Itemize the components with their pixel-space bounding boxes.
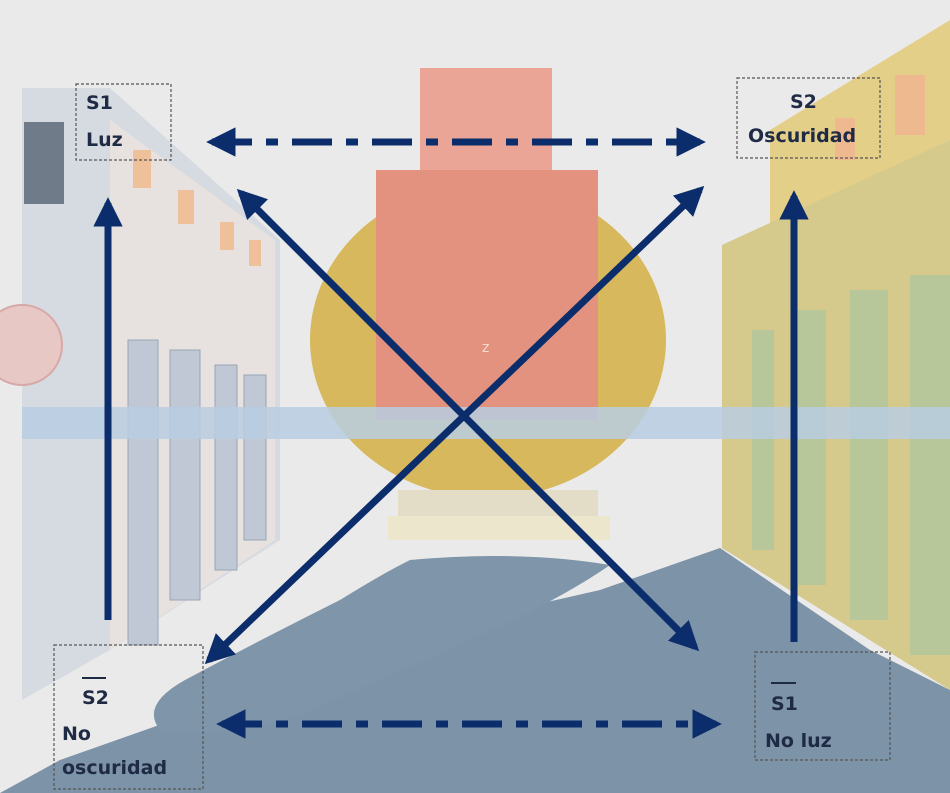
tower-top (420, 68, 552, 176)
left-column (169, 349, 201, 601)
left-window-dark (24, 122, 64, 204)
left-column (127, 339, 159, 646)
right-column (910, 275, 950, 655)
term-s2-negated: S2 (82, 687, 109, 709)
right-column (752, 330, 774, 550)
left-upper-window (220, 222, 234, 250)
left-column (214, 364, 238, 571)
right-building-upper (770, 20, 950, 225)
term-s1-negated: S1 (771, 693, 798, 715)
left-upper-window (133, 150, 151, 188)
term-word-luz: Luz (86, 129, 123, 151)
left-round-window (0, 304, 63, 386)
term-word-oscuridad-neg: oscuridad (62, 757, 167, 779)
term-box-bottom-right: S1 No luz (754, 651, 891, 761)
term-box-frame (75, 83, 172, 161)
left-column (243, 374, 267, 541)
term-word-no: No (62, 723, 91, 745)
term-box-frame (53, 644, 204, 790)
arrows (93, 127, 809, 739)
left-upper-window (178, 190, 194, 224)
term-box-frame (754, 651, 891, 761)
term-box-top-left: S1 Luz (75, 83, 172, 161)
right-upper-window (835, 118, 855, 160)
term-box-frame (736, 77, 881, 159)
left-upper-window (249, 240, 261, 266)
right-upper-window (895, 75, 925, 135)
right-column (850, 290, 888, 620)
term-s1: S1 (86, 92, 113, 114)
term-box-top-right: S2 Oscuridad (736, 77, 881, 159)
contradiction-arrow-s2 (204, 185, 705, 665)
center-mark: z (482, 340, 489, 356)
term-box-bottom-left: S2 No oscuridad (53, 644, 204, 790)
term-word-oscuridad: Oscuridad (748, 125, 856, 147)
term-word-no-luz: No luz (765, 730, 832, 752)
right-column (798, 310, 826, 585)
term-s2: S2 (790, 91, 817, 113)
tower-step (398, 490, 598, 516)
tower-body (376, 170, 598, 420)
